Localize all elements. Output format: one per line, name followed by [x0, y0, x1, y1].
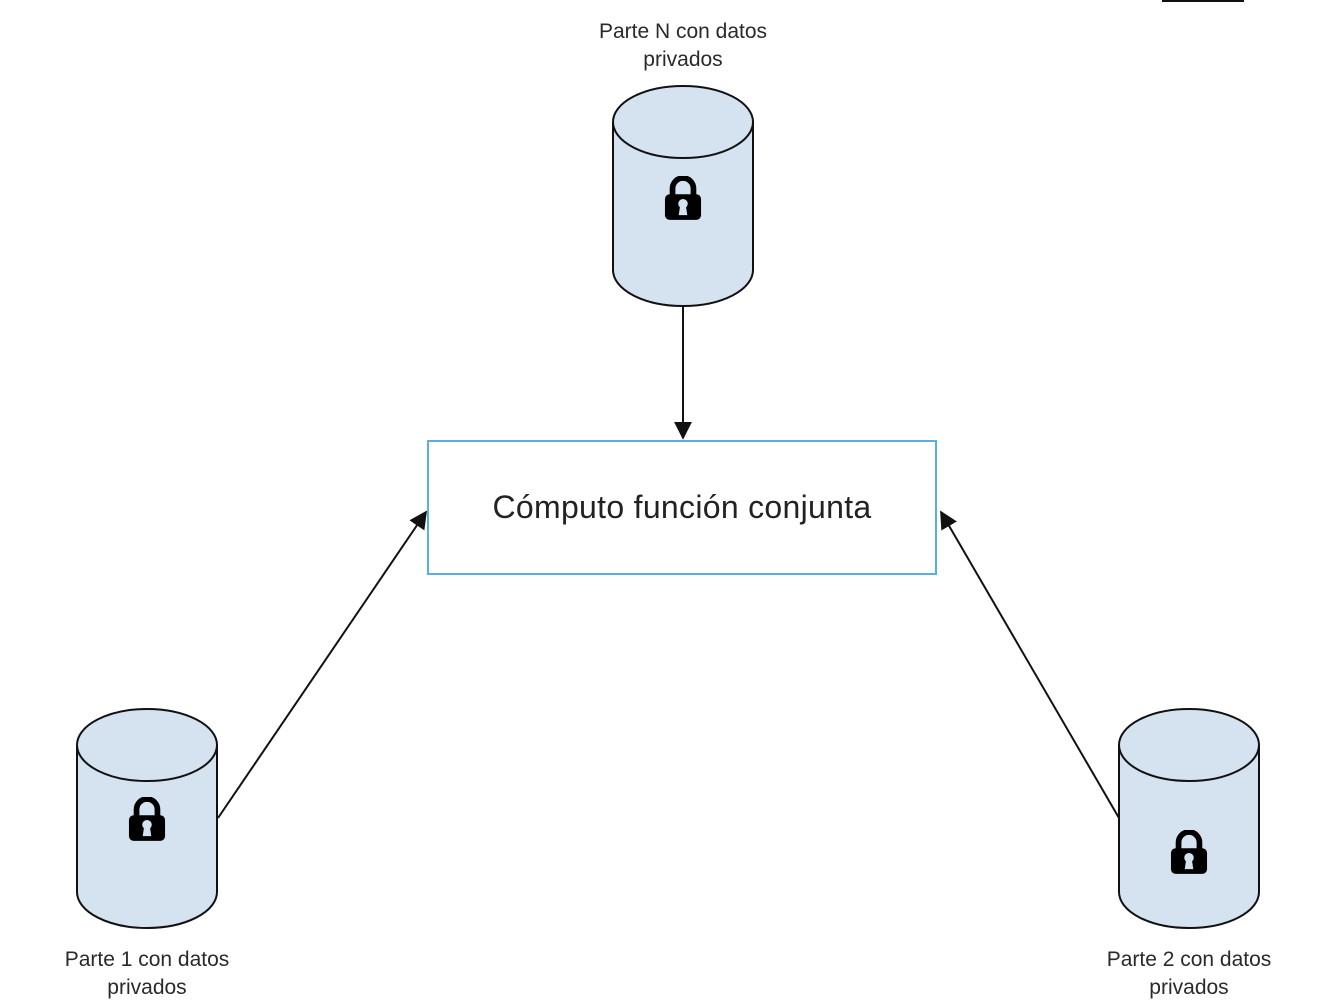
arrow-party-1-to-center	[217, 510, 428, 819]
joint-function-label: Cómputo función conjunta	[492, 489, 872, 525]
joint-function-box: Cómputo función conjunta	[427, 440, 937, 575]
arrow-party-2-to-center	[940, 510, 1120, 819]
database-cylinder-party-2	[1118, 708, 1260, 929]
party-n-label: Parte N con datos privados	[598, 20, 768, 71]
database-cylinder-party-n	[612, 85, 754, 307]
database-cylinder-party-1	[76, 708, 218, 929]
party-1-label: Parte 1 con datos privados	[64, 948, 230, 999]
party-2-label: Parte 2 con datos privados	[1106, 948, 1272, 999]
top-edge-line	[1162, 0, 1244, 2]
